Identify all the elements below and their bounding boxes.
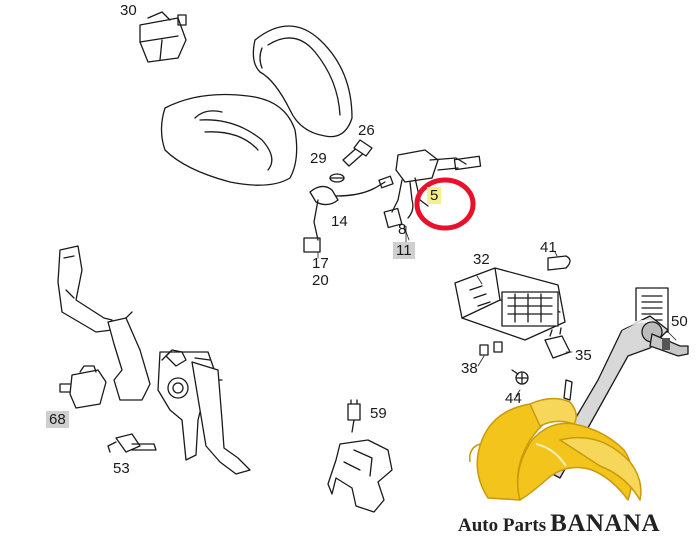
callout-14: 14 (331, 213, 348, 230)
callout-30: 30 (120, 2, 137, 19)
part-14-cable (303, 175, 394, 253)
callout-8: 8 (398, 221, 407, 238)
callout-32: 32 (473, 251, 490, 268)
brand-wordmark: Auto Parts BANANA (458, 510, 660, 538)
part-30-connector (139, 11, 187, 63)
part-59-assembly (327, 399, 393, 513)
callout-68: 68 (46, 411, 69, 428)
banana-logo (468, 397, 642, 501)
brand-part2: BANANA (550, 510, 661, 537)
callout-5: 5 (427, 187, 442, 204)
part-35-relay (544, 327, 571, 359)
part-41-bulb (547, 255, 571, 271)
part-44-screw (511, 369, 573, 401)
part-26-bolt (342, 139, 373, 167)
callout-44: 44 (505, 390, 522, 407)
part-32-module (454, 267, 566, 341)
highlight-circle (414, 177, 476, 231)
callout-50: 50 (671, 313, 688, 330)
callout-41: 41 (540, 239, 557, 256)
callout-17: 17 (312, 255, 329, 272)
callout-29: 29 (310, 150, 327, 167)
pedal-bracket (57, 245, 151, 401)
callout-38: 38 (461, 360, 478, 377)
callout-20: 20 (312, 272, 329, 289)
part-68-switch (59, 365, 107, 409)
steering-wheel (160, 25, 353, 186)
brand-part1: Auto Parts (458, 515, 547, 536)
callout-35: 35 (575, 347, 592, 364)
callout-26: 26 (358, 122, 375, 139)
callout-53: 53 (113, 460, 130, 477)
pedal-assembly (157, 349, 251, 475)
part-5-switch (383, 149, 482, 229)
part-29-clip (329, 173, 345, 183)
callout-59: 59 (370, 405, 387, 422)
part-53-sensor (107, 433, 157, 453)
part-38-clips (479, 341, 503, 356)
callout-11: 11 (393, 242, 415, 259)
